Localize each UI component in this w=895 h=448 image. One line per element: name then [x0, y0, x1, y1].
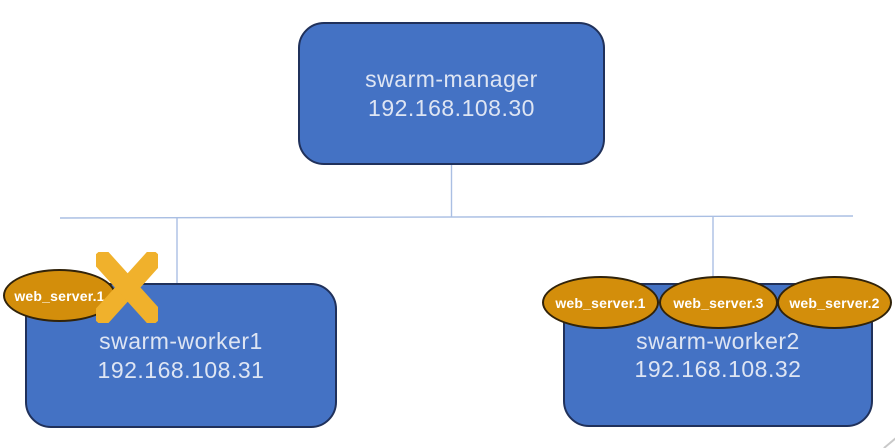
service-label: web_server.1	[14, 287, 105, 304]
failure-x-icon	[96, 252, 158, 323]
node-swarm-manager: swarm-manager 192.168.108.30	[298, 22, 605, 165]
node-ip: 192.168.108.32	[634, 356, 802, 382]
service-ellipse-worker2-web-server-3: web_server.3	[659, 276, 778, 329]
node-ip: 192.168.108.31	[97, 356, 265, 383]
node-ip: 192.168.108.30	[368, 94, 535, 121]
service-label: web_server.2	[789, 294, 880, 311]
node-name: swarm-worker1	[99, 328, 263, 355]
connector-horizontal-bus	[59, 215, 854, 219]
service-label: web_server.1	[555, 294, 646, 311]
node-name: swarm-worker2	[636, 327, 800, 354]
node-name: swarm-manager	[365, 66, 538, 93]
service-label: web_server.3	[673, 294, 764, 311]
service-ellipse-worker1-web-server-1: web_server.1	[3, 269, 116, 322]
service-ellipse-worker2-web-server-2: web_server.2	[777, 276, 892, 329]
service-ellipse-worker2-web-server-1: web_server.1	[542, 276, 659, 329]
